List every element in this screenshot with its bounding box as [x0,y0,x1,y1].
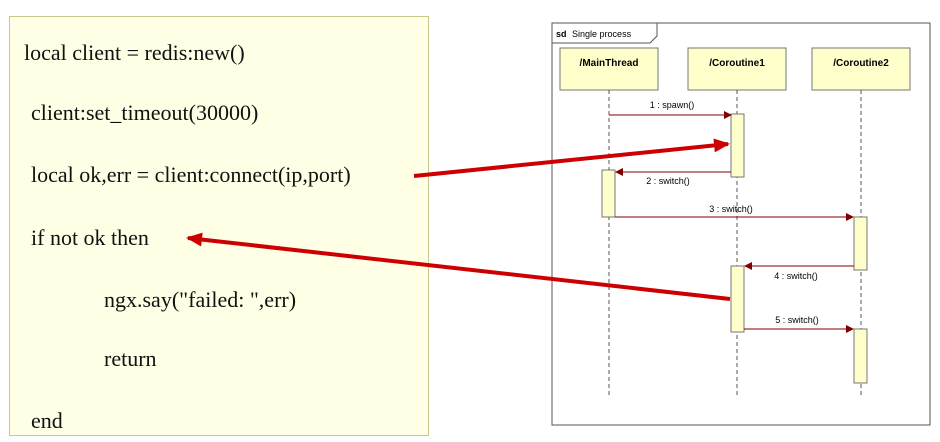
message-1-label: 1 : spawn() [650,100,695,110]
activation-coroutine2-b [853,328,868,384]
sd-keyword: sd [556,29,567,39]
code-line-2: client:set_timeout(30000) [31,100,259,125]
code-line-4: if not ok then [31,225,149,250]
sd-frame-tab [551,22,658,44]
code-panel: local client = redis:new() client:set_ti… [9,16,429,436]
svg-text:sd Single process: sd Single process [556,29,632,39]
activation-coroutine1-b [730,265,745,333]
lifeline-head-mainthread [559,47,659,91]
activation-mainthread [601,169,616,218]
lifeline-head-coroutine2 [811,47,911,91]
code-line-1: local client = redis:new() [24,40,245,65]
activation-coroutine2-a [853,216,868,271]
code-line-3: local ok,err = client:connect(ip,port) [31,162,351,187]
message-4-label: 4 : switch() [774,271,818,281]
lifeline-label-coroutine1: /Coroutine1 [709,58,765,69]
message-5-label: 5 : switch() [775,315,819,325]
red-arrow-resume-to-if [186,232,731,301]
lifeline-label-mainthread: /MainThread [580,58,639,69]
message-2-label: 2 : switch() [646,176,690,186]
lifeline-head-coroutine1 [687,47,787,91]
message-3-label: 3 : switch() [709,204,753,214]
code-line-6: return [104,346,157,371]
sd-title: Single process [572,29,632,39]
code-line-5: ngx.say("failed: ",err) [104,287,297,312]
code-line-7: end [31,408,63,433]
lifeline-label-coroutine2: /Coroutine2 [833,58,889,69]
red-arrow-connect-to-spawn [413,138,730,178]
activation-coroutine1-a [730,113,745,178]
